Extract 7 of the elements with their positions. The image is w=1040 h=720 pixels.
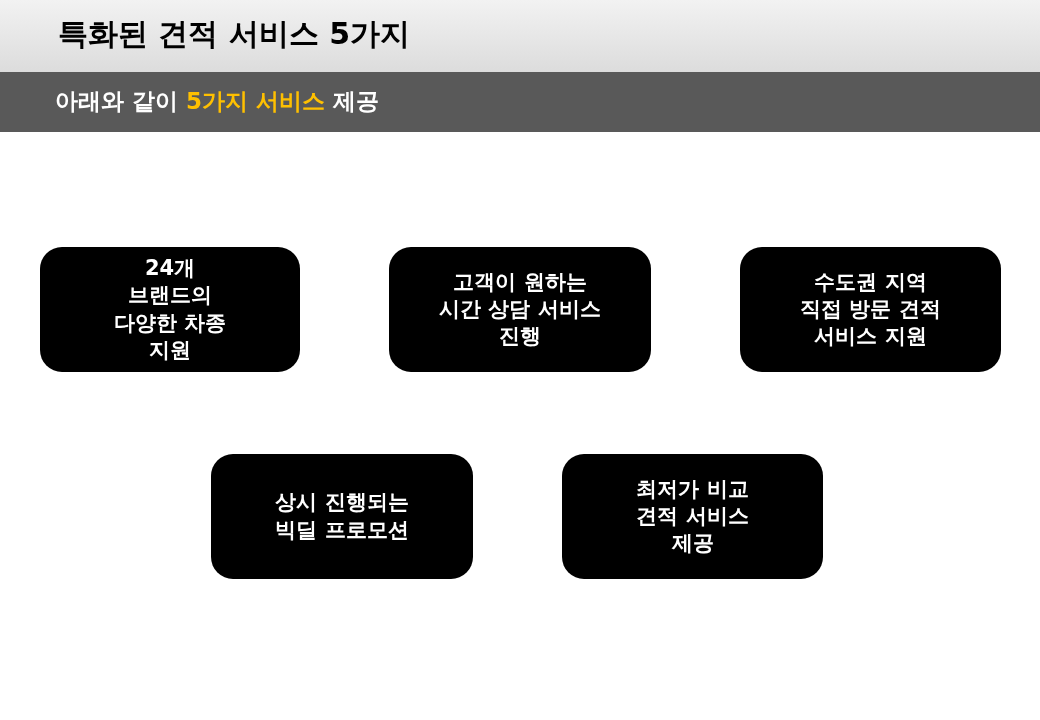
- subtitle: 아래와 같이 5가지 서비스 제공: [55, 87, 380, 116]
- service-box: 최저가 비교 견적 서비스 제공: [562, 454, 823, 579]
- service-box: 상시 진행되는 빅딜 프로모션: [211, 454, 473, 579]
- service-box: 24개 브랜드의 다양한 차종 지원: [40, 247, 300, 372]
- service-box: 고객이 원하는 시간 상담 서비스 진행: [389, 247, 651, 372]
- service-box: 수도권 지역 직접 방문 견적 서비스 지원: [740, 247, 1001, 372]
- slide-title: 특화된 견적 서비스 5가지: [58, 15, 411, 53]
